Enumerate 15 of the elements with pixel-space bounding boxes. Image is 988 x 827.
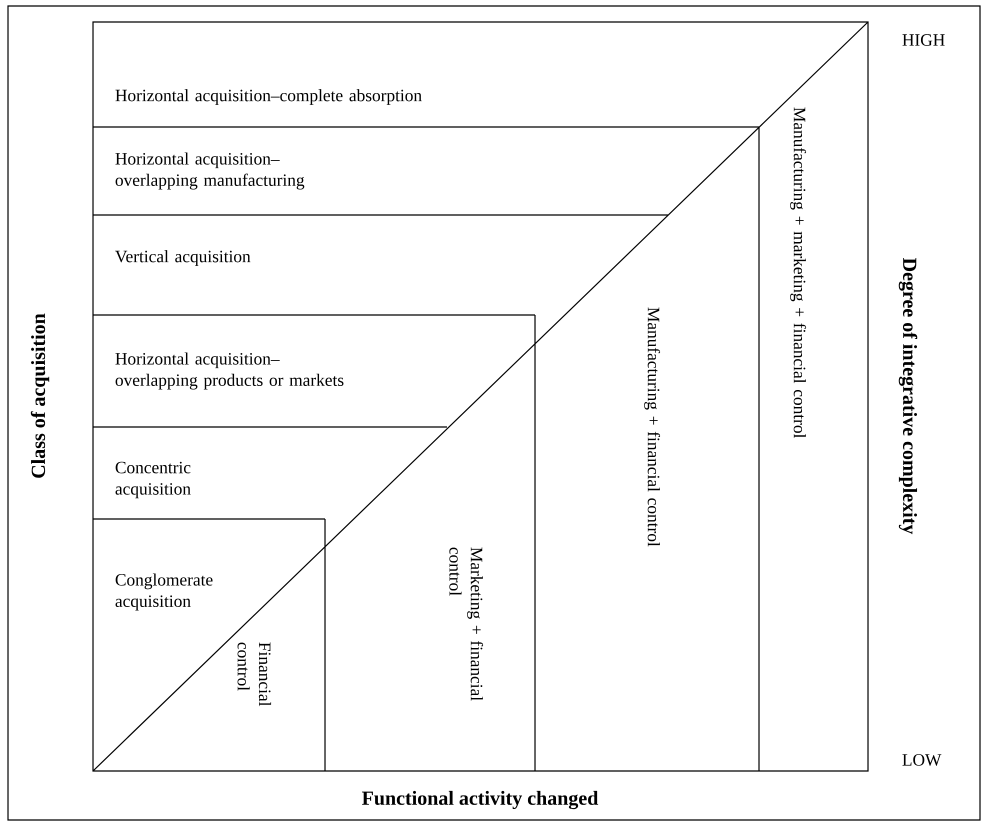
scale-label: LOW — [902, 754, 942, 766]
column-label: Financial control — [238, 642, 272, 706]
category-label: Horizontal acquisition– overlapping manufacturing — [115, 152, 304, 190]
category-label: Horizontal acquisition–complete absorption — [115, 89, 422, 105]
category-label: Vertical acquisition — [115, 250, 250, 266]
scale-label: HIGH — [902, 34, 945, 46]
column-label: Manufacturing + marketing + financial control — [790, 107, 806, 438]
category-label: Horizontal acquisition– overlapping products or markets — [115, 352, 344, 390]
category-label: Conglomerate acquisition — [116, 573, 213, 610]
column-label: Marketing + financial control — [449, 547, 484, 701]
axis-title: Class of acquisition — [30, 314, 50, 478]
axis-title: Degree of integrative complexity — [898, 258, 918, 534]
category-label: Concentric acquisition — [116, 462, 191, 498]
axis-title: Functional activity changed — [362, 790, 598, 810]
column-label: Manufacturing + financial control — [644, 307, 660, 546]
